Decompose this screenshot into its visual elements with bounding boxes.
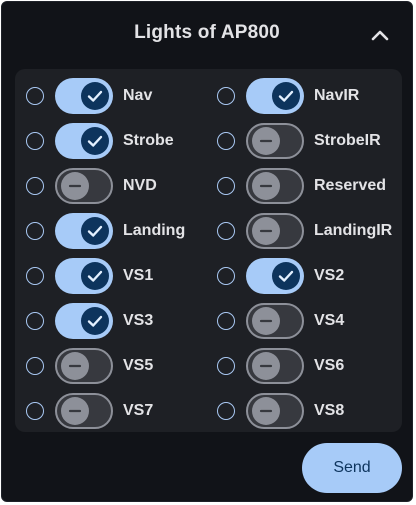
light-label: StrobeIR xyxy=(314,132,381,149)
toggle-nav[interactable] xyxy=(55,78,113,114)
light-label: Strobe xyxy=(123,132,174,149)
minus-icon xyxy=(259,364,273,368)
radio-vs2[interactable] xyxy=(217,267,235,285)
send-button[interactable]: Send xyxy=(302,443,402,493)
toggle-nvd[interactable] xyxy=(55,168,113,204)
toggle-knob xyxy=(61,397,89,425)
check-icon xyxy=(87,270,103,282)
toggle-knob xyxy=(272,82,300,110)
check-icon xyxy=(87,315,103,327)
minus-icon xyxy=(259,229,273,233)
minus-icon xyxy=(259,319,273,323)
check-icon xyxy=(87,135,103,147)
radio-strobe[interactable] xyxy=(26,132,44,150)
toggle-reserved[interactable] xyxy=(246,168,304,204)
toggle-knob xyxy=(252,352,280,380)
minus-icon xyxy=(259,184,273,188)
toggle-vs2[interactable] xyxy=(246,258,304,294)
light-label: VS7 xyxy=(123,402,154,419)
radio-navir[interactable] xyxy=(217,87,235,105)
toggle-knob xyxy=(252,217,280,245)
minus-icon xyxy=(259,139,273,143)
light-label: LandingIR xyxy=(314,222,393,239)
radio-vs8[interactable] xyxy=(217,402,235,420)
light-label: VS1 xyxy=(123,267,154,284)
minus-icon xyxy=(68,364,82,368)
light-label: VS6 xyxy=(314,357,345,374)
chevron-up-icon xyxy=(371,30,389,41)
toggle-knob xyxy=(81,262,109,290)
toggle-knob xyxy=(252,172,280,200)
dialog-title: Lights of AP800 xyxy=(134,22,280,43)
toggle-vs6[interactable] xyxy=(246,348,304,384)
radio-vs4[interactable] xyxy=(217,312,235,330)
toggle-vs4[interactable] xyxy=(246,303,304,339)
toggle-knob xyxy=(252,397,280,425)
light-label: VS5 xyxy=(123,357,154,374)
toggle-strobe[interactable] xyxy=(55,123,113,159)
check-icon xyxy=(278,270,294,282)
minus-icon xyxy=(68,184,82,188)
radio-vs6[interactable] xyxy=(217,357,235,375)
radio-nav[interactable] xyxy=(26,87,44,105)
minus-icon xyxy=(68,409,82,413)
radio-vs1[interactable] xyxy=(26,267,44,285)
toggle-vs7[interactable] xyxy=(55,393,113,429)
toggle-knob xyxy=(81,307,109,335)
light-label: VS3 xyxy=(123,312,154,329)
light-label: Landing xyxy=(123,222,186,239)
toggle-knob xyxy=(61,352,89,380)
toggle-knob xyxy=(61,172,89,200)
radio-vs7[interactable] xyxy=(26,402,44,420)
light-label: VS4 xyxy=(314,312,345,329)
minus-icon xyxy=(259,409,273,413)
toggle-knob xyxy=(81,82,109,110)
toggle-strobeir[interactable] xyxy=(246,123,304,159)
toggle-vs3[interactable] xyxy=(55,303,113,339)
toggle-vs8[interactable] xyxy=(246,393,304,429)
toggle-vs5[interactable] xyxy=(55,348,113,384)
toggle-landing[interactable] xyxy=(55,213,113,249)
radio-landingir[interactable] xyxy=(217,222,235,240)
radio-vs3[interactable] xyxy=(26,312,44,330)
radio-vs5[interactable] xyxy=(26,357,44,375)
toggle-landingir[interactable] xyxy=(246,213,304,249)
toggle-vs1[interactable] xyxy=(55,258,113,294)
toggle-navir[interactable] xyxy=(246,78,304,114)
light-label: Reserved xyxy=(314,177,387,194)
collapse-button[interactable] xyxy=(366,24,394,48)
light-label: NVD xyxy=(123,177,157,194)
toggle-knob xyxy=(252,307,280,335)
light-label: NavIR xyxy=(314,87,360,104)
radio-landing[interactable] xyxy=(26,222,44,240)
light-label: VS2 xyxy=(314,267,345,284)
toggle-knob xyxy=(81,127,109,155)
check-icon xyxy=(87,225,103,237)
toggle-knob xyxy=(272,262,300,290)
radio-reserved[interactable] xyxy=(217,177,235,195)
light-label: VS8 xyxy=(314,402,345,419)
toggle-knob xyxy=(252,127,280,155)
light-label: Nav xyxy=(123,87,153,104)
check-icon xyxy=(278,90,294,102)
radio-nvd[interactable] xyxy=(26,177,44,195)
radio-strobeir[interactable] xyxy=(217,132,235,150)
dialog-header: Lights of AP800 xyxy=(2,2,412,70)
check-icon xyxy=(87,90,103,102)
toggle-knob xyxy=(81,217,109,245)
